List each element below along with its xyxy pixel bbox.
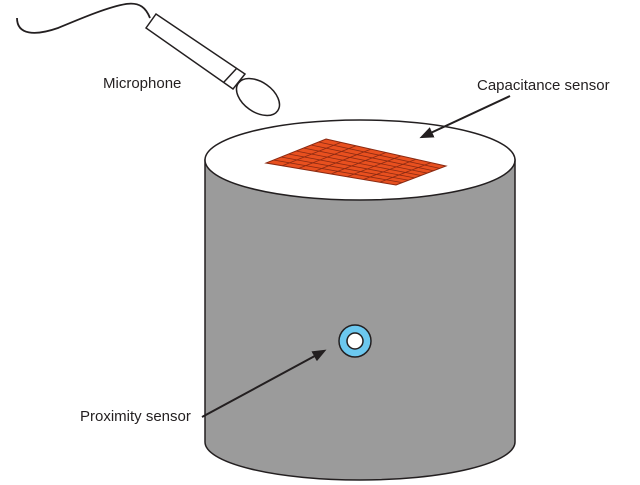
proximity-sensor xyxy=(338,324,372,358)
grid-line-row xyxy=(295,150,422,176)
capacitance-sensor-label: Capacitance sensor xyxy=(477,77,610,94)
microphone-cable xyxy=(16,2,151,34)
grid-line-row xyxy=(280,156,409,181)
microphone-band xyxy=(223,67,238,83)
microphone xyxy=(16,2,281,117)
grid-line-row xyxy=(310,144,434,172)
microphone-label: Microphone xyxy=(103,75,182,92)
capacitance-sensor-arrow xyxy=(419,95,511,139)
proximity-sensor-arrow xyxy=(201,349,327,418)
microphone-head xyxy=(235,77,281,117)
grid-line-row xyxy=(288,153,415,179)
microphone-handle xyxy=(144,12,247,91)
grid-line-row xyxy=(303,147,428,174)
grid-line-row xyxy=(318,141,440,169)
capacitance-sensor-grid xyxy=(264,138,448,186)
proximity-sensor-label: Proximity sensor xyxy=(80,408,191,425)
proximity-sensor-core xyxy=(346,332,364,350)
capacitance-sensor-pad xyxy=(264,138,448,186)
grid-line-row xyxy=(273,159,403,184)
cylinder-body xyxy=(204,159,516,481)
